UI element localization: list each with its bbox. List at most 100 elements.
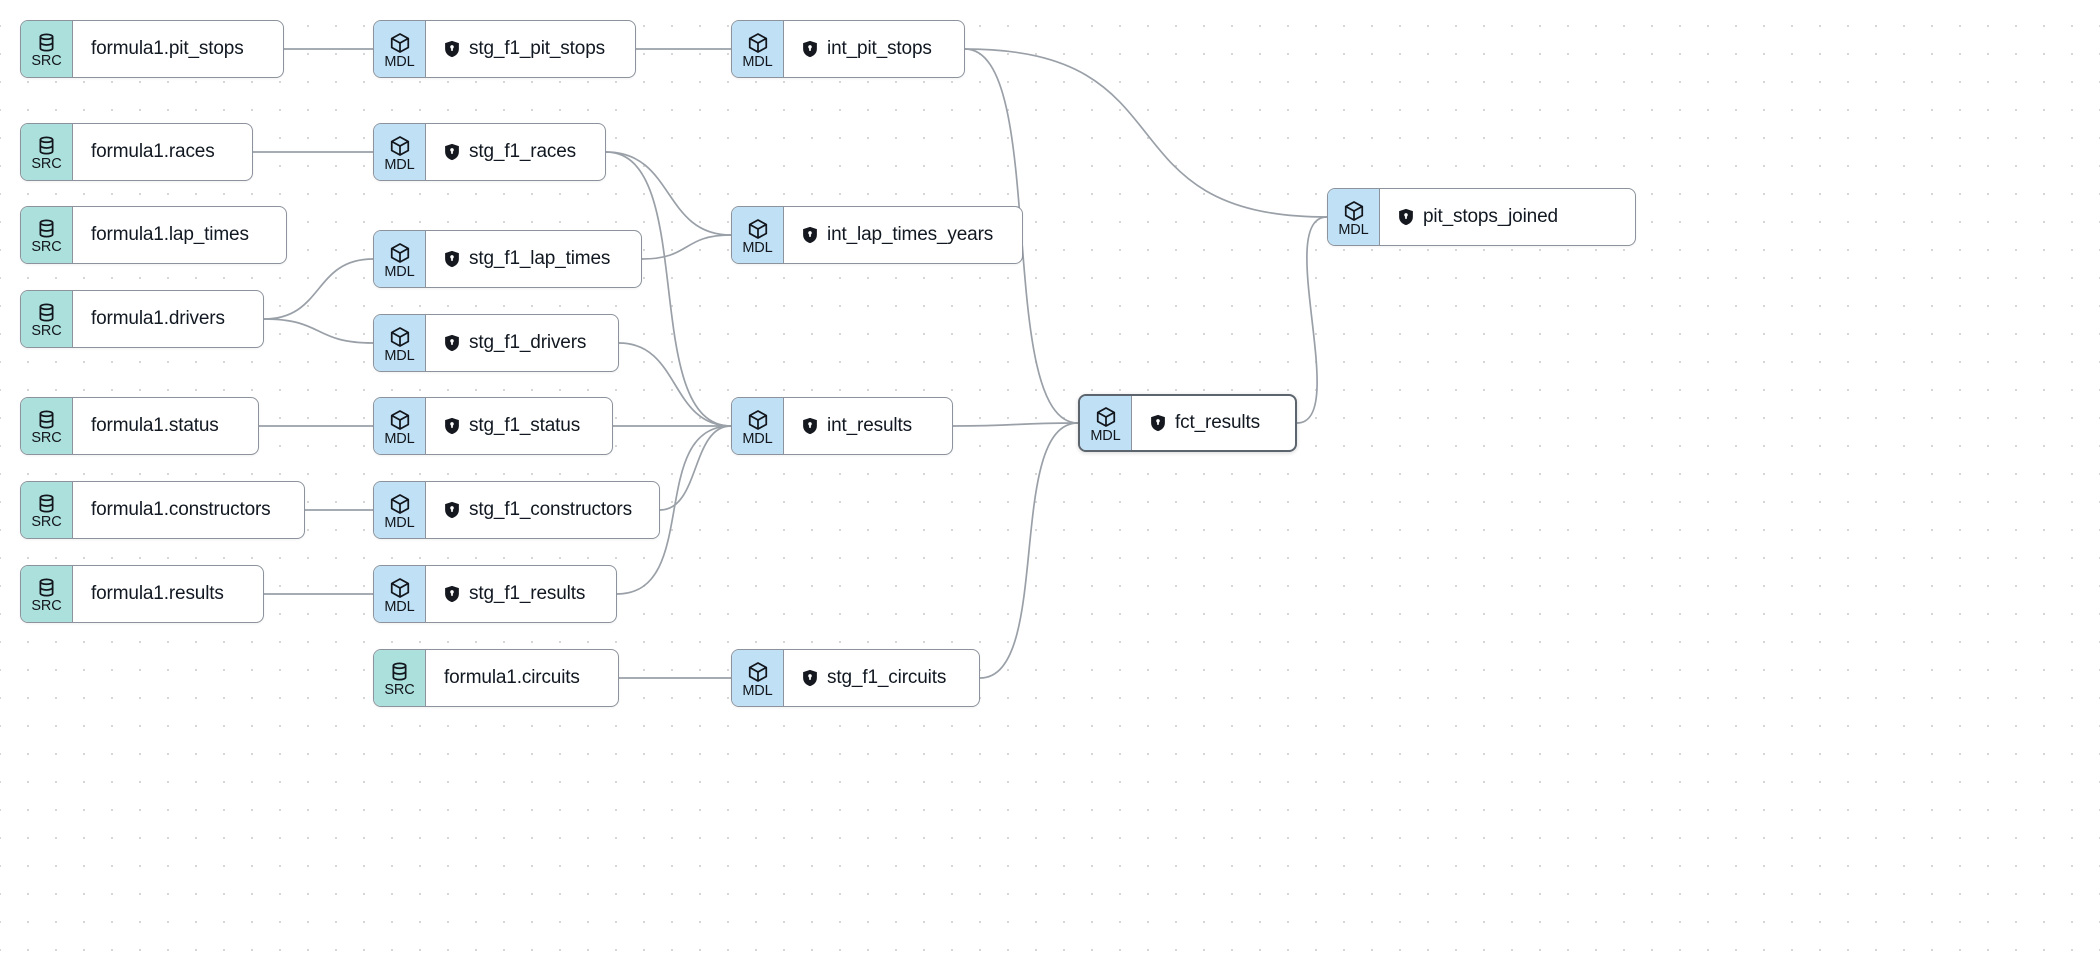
node-body: stg_f1_constructors [426, 482, 659, 538]
badge-label: MDL [742, 239, 773, 256]
badge-label: MDL [384, 598, 415, 615]
node-body: formula1.drivers [73, 291, 263, 347]
model-badge: MDL [732, 207, 784, 263]
graph-node-int_lap_times_years[interactable]: MDL int_lap_times_years [731, 206, 1023, 264]
graph-node-src_races[interactable]: SRC formula1.races [20, 123, 253, 181]
node-body: stg_f1_circuits [784, 650, 979, 706]
cube-icon [1343, 200, 1365, 222]
node-body: stg_f1_drivers [426, 315, 618, 371]
node-body: pit_stops_joined [1380, 189, 1635, 245]
graph-node-src_lap_times[interactable]: SRC formula1.lap_times [20, 206, 287, 264]
shield-lock-icon [444, 40, 460, 58]
badge-label: MDL [742, 53, 773, 70]
node-body: int_results [784, 398, 952, 454]
cube-icon [389, 242, 411, 264]
node-label: formula1.lap_times [91, 224, 249, 245]
shield-lock-icon [802, 669, 818, 687]
node-label: formula1.circuits [444, 667, 580, 688]
node-body: formula1.status [73, 398, 258, 454]
graph-node-src_results[interactable]: SRC formula1.results [20, 565, 264, 623]
graph-node-src_drivers[interactable]: SRC formula1.drivers [20, 290, 264, 348]
node-body: stg_f1_lap_times [426, 231, 641, 287]
node-label: formula1.status [91, 415, 219, 436]
graph-node-stg_constructors[interactable]: MDL stg_f1_constructors [373, 481, 660, 539]
graph-node-stg_results[interactable]: MDL stg_f1_results [373, 565, 617, 623]
cube-icon [389, 135, 411, 157]
badge-label: MDL [742, 682, 773, 699]
node-label: formula1.drivers [91, 308, 225, 329]
source-badge: SRC [21, 291, 73, 347]
node-body: stg_f1_results [426, 566, 616, 622]
badge-label: MDL [742, 430, 773, 447]
node-label: fct_results [1175, 412, 1260, 433]
node-label: formula1.pit_stops [91, 38, 244, 59]
graph-node-stg_circuits[interactable]: MDL stg_f1_circuits [731, 649, 980, 707]
badge-label: MDL [384, 347, 415, 364]
cube-icon [389, 493, 411, 515]
model-badge: MDL [1328, 189, 1380, 245]
database-icon [389, 661, 410, 682]
node-body: int_lap_times_years [784, 207, 1022, 263]
cube-icon [389, 577, 411, 599]
node-body: formula1.constructors [73, 482, 304, 538]
graph-node-stg_pit_stops[interactable]: MDL stg_f1_pit_stops [373, 20, 636, 78]
model-badge: MDL [374, 231, 426, 287]
graph-node-src_constructors[interactable]: SRC formula1.constructors [20, 481, 305, 539]
source-badge: SRC [21, 482, 73, 538]
node-label: stg_f1_status [469, 415, 581, 436]
node-label: stg_f1_pit_stops [469, 38, 605, 59]
database-icon [36, 135, 57, 156]
source-badge: SRC [21, 207, 73, 263]
badge-label: SRC [31, 53, 62, 69]
graph-node-stg_drivers[interactable]: MDL stg_f1_drivers [373, 314, 619, 372]
node-body: formula1.races [73, 124, 252, 180]
node-label: formula1.results [91, 583, 224, 604]
node-label: int_results [827, 415, 912, 436]
badge-label: SRC [31, 598, 62, 614]
source-badge: SRC [21, 124, 73, 180]
shield-lock-icon [444, 250, 460, 268]
cube-icon [747, 218, 769, 240]
node-label: int_lap_times_years [827, 224, 994, 245]
node-body: stg_f1_races [426, 124, 605, 180]
node-label: stg_f1_races [469, 141, 576, 162]
badge-label: MDL [1338, 221, 1369, 238]
cube-icon [747, 409, 769, 431]
node-label: stg_f1_circuits [827, 667, 947, 688]
graph-node-src_status[interactable]: SRC formula1.status [20, 397, 259, 455]
node-label: stg_f1_constructors [469, 499, 632, 520]
graph-node-int_results[interactable]: MDL int_results [731, 397, 953, 455]
cube-icon [389, 409, 411, 431]
graph-node-stg_races[interactable]: MDL stg_f1_races [373, 123, 606, 181]
cube-icon [747, 661, 769, 683]
shield-lock-icon [802, 40, 818, 58]
source-badge: SRC [21, 398, 73, 454]
badge-label: SRC [31, 323, 62, 339]
database-icon [36, 409, 57, 430]
badge-label: MDL [384, 156, 415, 173]
model-badge: MDL [374, 482, 426, 538]
cube-icon [1095, 406, 1117, 428]
source-badge: SRC [21, 566, 73, 622]
badge-label: MDL [384, 514, 415, 531]
graph-node-src_pit_stops[interactable]: SRC formula1.pit_stops [20, 20, 284, 78]
graph-node-pit_stops_joined[interactable]: MDL pit_stops_joined [1327, 188, 1636, 246]
source-badge: SRC [21, 21, 73, 77]
shield-lock-icon [802, 417, 818, 435]
node-label: formula1.constructors [91, 499, 271, 520]
model-badge: MDL [374, 315, 426, 371]
database-icon [36, 493, 57, 514]
badge-label: MDL [384, 53, 415, 70]
node-body: stg_f1_pit_stops [426, 21, 635, 77]
database-icon [36, 32, 57, 53]
badge-label: SRC [31, 156, 62, 172]
model-badge: MDL [732, 21, 784, 77]
node-body: formula1.circuits [426, 650, 618, 706]
